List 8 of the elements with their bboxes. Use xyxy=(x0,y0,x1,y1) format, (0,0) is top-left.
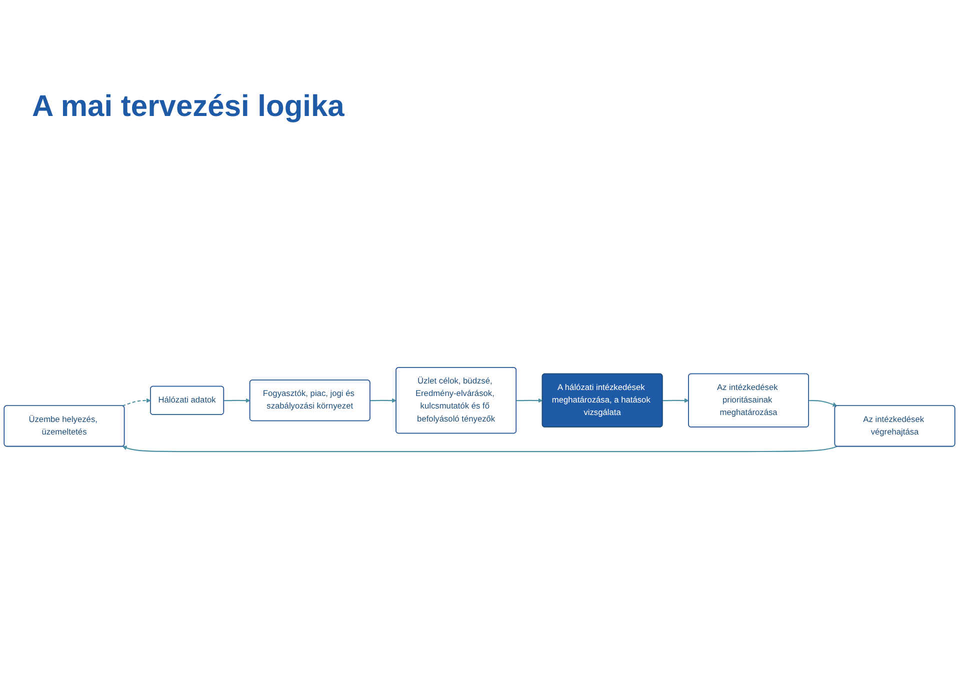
arrow xyxy=(370,398,396,403)
arrow xyxy=(122,398,151,406)
title: A mai tervezési logika xyxy=(31,89,346,125)
arrow xyxy=(516,398,543,403)
arrow xyxy=(224,398,250,403)
arrow xyxy=(808,400,838,407)
arrow xyxy=(662,398,689,403)
arrow xyxy=(122,446,838,452)
